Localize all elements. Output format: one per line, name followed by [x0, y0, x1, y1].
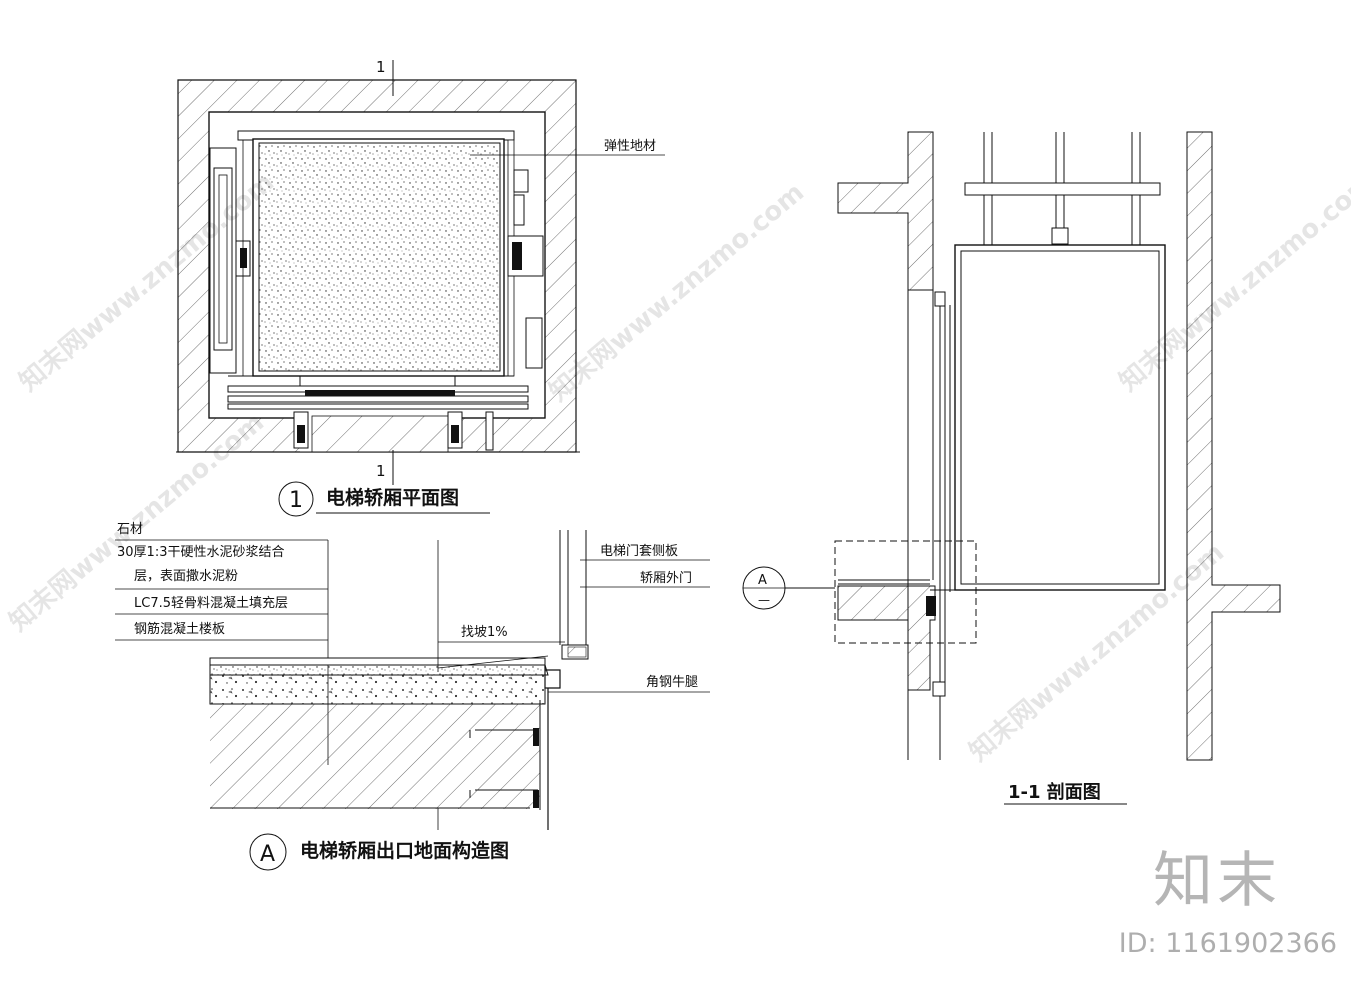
detail-title-letter: A — [260, 842, 275, 867]
section-callout-letter: A — [758, 573, 767, 588]
label-angle-steel: 角钢牛腿 — [646, 675, 698, 690]
label-side-panel: 电梯门套侧板 — [600, 543, 678, 559]
section-mark-bottom: 1 — [376, 462, 386, 480]
label-floor-material: 弹性地材 — [604, 139, 656, 154]
layer-2b: 层，表面撒水泥粉 — [134, 568, 238, 584]
layer-2a: 30厚1:3干硬性水泥砂浆结合 — [117, 545, 284, 560]
plan-view: 1 1 弹性地材 1 电梯轿厢平面图 — [176, 58, 665, 517]
section-view: A — 1-1 剖面图 — [742, 131, 1281, 805]
section-title: 1-1 剖面图 — [1008, 781, 1101, 803]
brand-watermark: 知末 — [1153, 846, 1281, 916]
layer-3: LC7.5轻骨料混凝土填充层 — [134, 595, 288, 611]
plan-title: 电梯轿厢平面图 — [326, 486, 459, 509]
layer-4: 钢筋混凝土楼板 — [134, 621, 225, 637]
section-mark-top: 1 — [376, 58, 386, 76]
plan-title-number: 1 — [289, 488, 303, 513]
section-callout-sub: — — [758, 593, 770, 607]
label-outer-door: 轿厢外门 — [640, 571, 692, 586]
layer-1: 石材 — [117, 522, 143, 537]
detail-a-view: 石材 30厚1:3干硬性水泥砂浆结合 层，表面撒水泥粉 LC7.5轻骨料混凝土填… — [115, 522, 710, 871]
slope-label: 找坡1% — [461, 625, 508, 640]
detail-title: 电梯轿厢出口地面构造图 — [300, 839, 509, 862]
image-id-label: ID: 1161902366 — [1118, 928, 1337, 959]
